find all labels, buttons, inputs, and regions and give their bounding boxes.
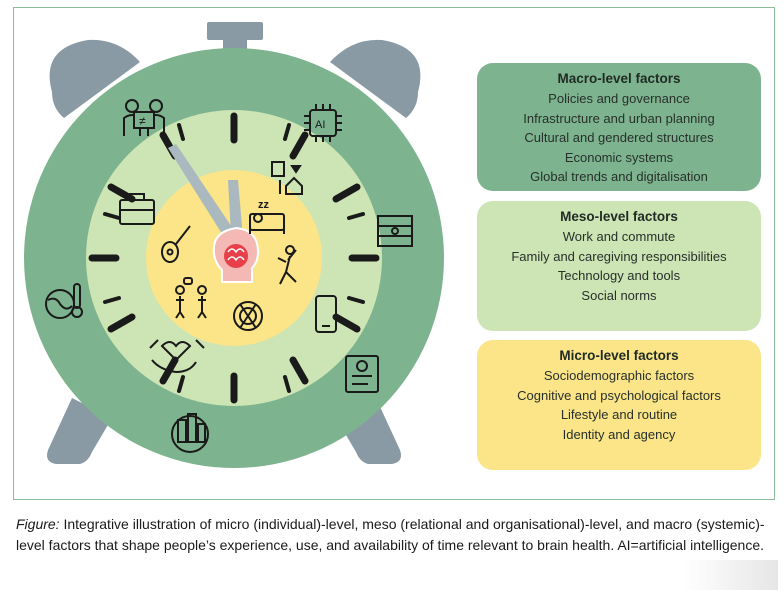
house-office-icon	[271, 161, 303, 195]
tick-5	[289, 356, 309, 385]
sleeping-person-icon: zz	[249, 199, 285, 234]
minor-tick	[177, 375, 185, 393]
plate-cutlery-icon	[233, 301, 263, 331]
meso-item: Family and caregiving responsibilities	[511, 248, 727, 264]
macro-item: Cultural and gendered structures	[524, 130, 714, 145]
micro-item: Lifestyle and routine	[560, 407, 678, 422]
briefcase-icon	[119, 193, 155, 225]
corner-fade	[683, 560, 778, 590]
money-stack-icon	[377, 215, 413, 247]
figure-caption: Figure: Integrative illustration of micr…	[16, 514, 776, 556]
macro-title: Macro-level factors	[557, 71, 681, 86]
guitar-icon	[161, 225, 191, 263]
tick-4	[332, 313, 361, 333]
equality-label: ≠	[139, 114, 146, 128]
micro-item: Sociodemographic factors	[543, 368, 695, 383]
micro-level-box: Micro-level factors Sociodemographic fac…	[477, 340, 761, 470]
tick-8	[107, 313, 136, 333]
clock-knob	[207, 22, 263, 40]
meso-level-box: Meso-level factors Work and commute Fami…	[477, 201, 761, 331]
micro-item: Identity and agency	[562, 426, 676, 442]
minor-tick	[177, 123, 185, 141]
clock-bell-right	[330, 39, 421, 118]
macro-item: Policies and governance	[548, 91, 690, 106]
caring-hands-icon	[149, 339, 205, 374]
tick-10	[107, 183, 136, 203]
gender-equality-icon: ≠	[123, 99, 165, 136]
head-brain-icon	[212, 226, 260, 283]
tick-2	[332, 183, 361, 203]
caption-text: Integrative illustration of micro (indiv…	[16, 516, 765, 553]
caption-lead: Figure:	[16, 516, 60, 532]
minor-tick	[103, 212, 121, 220]
minute-ticks	[103, 123, 365, 393]
minor-tick	[347, 212, 365, 220]
macro-level-box: Macro-level factors Policies and governa…	[477, 63, 761, 191]
minor-tick	[283, 123, 291, 141]
exercise-person-icon	[277, 245, 297, 285]
clock-bell-left	[49, 39, 140, 118]
meso-item: Social norms	[581, 287, 657, 303]
micro-item: Cognitive and psychological factors	[517, 387, 721, 403]
micro-title: Micro-level factors	[559, 348, 679, 363]
smartphone-icon	[315, 295, 337, 333]
document-policy-icon	[345, 355, 379, 393]
city-buildings-icon	[171, 413, 209, 453]
tick-1	[289, 131, 309, 160]
minor-tick	[283, 375, 291, 393]
conversation-people-icon	[175, 277, 207, 319]
meso-title: Meso-level factors	[560, 209, 678, 224]
meso-item: Work and commute	[562, 229, 676, 244]
macro-item: Economic systems	[564, 149, 674, 165]
clock-hand-long	[168, 144, 246, 256]
macro-item: Infrastructure and urban planning	[523, 110, 715, 126]
minor-tick	[103, 296, 121, 304]
meso-item: Technology and tools	[557, 268, 681, 283]
ai-chip-label: AI	[315, 119, 325, 131]
clock-illustration: zz ≠	[24, 22, 444, 468]
minor-tick	[347, 296, 365, 304]
macro-item: Global trends and digitalisation	[530, 169, 708, 184]
climate-globe-icon	[45, 283, 83, 319]
ai-chip-icon: AI	[304, 104, 342, 142]
sleep-zz-label: zz	[258, 199, 270, 211]
